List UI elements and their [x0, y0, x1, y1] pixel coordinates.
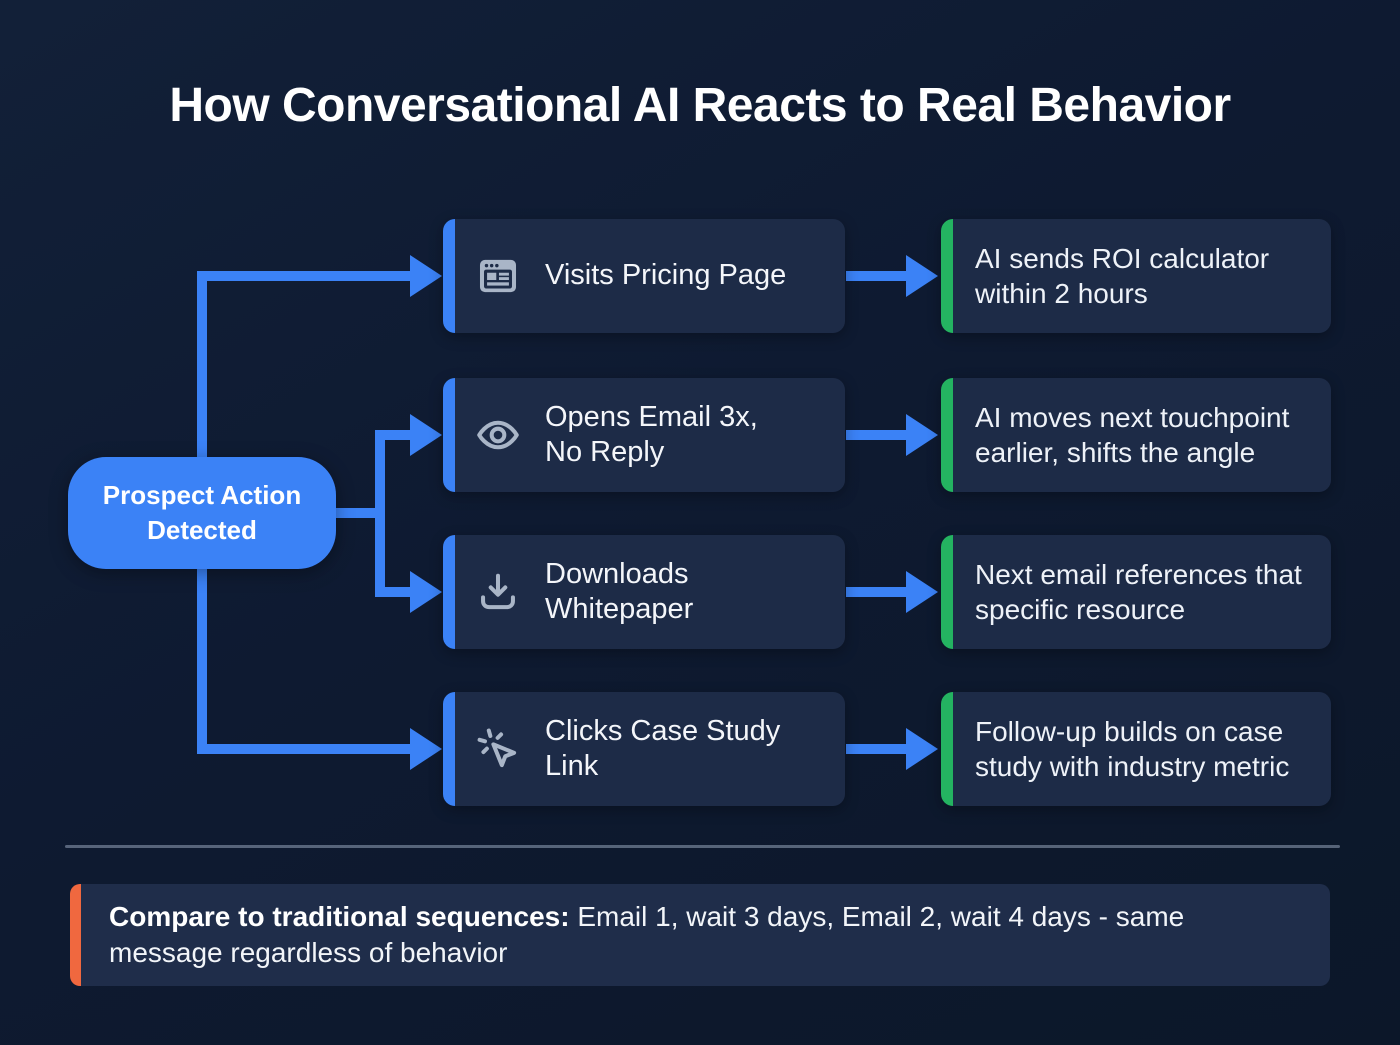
arrowhead-row2 [410, 414, 442, 456]
response-card-roi: AI sends ROI calculator within 2 hours [941, 219, 1331, 333]
comparison-note: Compare to traditional sequences: Email … [70, 884, 1330, 986]
connector-mid-row4 [846, 744, 908, 754]
root-node: Prospect Action Detected [68, 457, 336, 569]
trigger-card-whitepaper: Downloads Whitepaper [443, 535, 845, 649]
download-icon [475, 569, 521, 615]
connector-row2 [375, 430, 417, 440]
footer-divider [65, 845, 1340, 848]
browser-window-icon [475, 253, 521, 299]
connector-mid-row2 [846, 430, 908, 440]
trigger-card-pricing: Visits Pricing Page [443, 219, 845, 333]
cursor-click-icon [475, 726, 521, 772]
trigger-card-case-study: Clicks Case Study Link [443, 692, 845, 806]
arrowhead-mid-row1 [906, 255, 938, 297]
response-label: Next email references that specific reso… [975, 559, 1302, 625]
arrowhead-mid-row4 [906, 728, 938, 770]
arrowhead-row1 [410, 255, 442, 297]
connector-row3 [375, 587, 417, 597]
trigger-label: Visits Pricing Page [545, 259, 787, 292]
response-label: Follow-up builds on case study with indu… [975, 716, 1290, 782]
response-card-touchpoint: AI moves next touchpoint earlier, shifts… [941, 378, 1331, 492]
comparison-note-lead: Compare to traditional sequences: [109, 901, 570, 932]
response-card-resource: Next email references that specific reso… [941, 535, 1331, 649]
arrowhead-row3 [410, 571, 442, 613]
root-node-label: Prospect Action Detected [102, 479, 302, 545]
response-card-followup: Follow-up builds on case study with indu… [941, 692, 1331, 806]
arrowhead-row4 [410, 728, 442, 770]
arrowhead-mid-row3 [906, 571, 938, 613]
trigger-label: Downloads Whitepaper [545, 557, 694, 625]
connector-row1 [197, 271, 417, 281]
response-label: AI moves next touchpoint earlier, shifts… [975, 402, 1290, 468]
connector-trunk-top [197, 271, 207, 461]
connector-row4 [197, 744, 417, 754]
trigger-card-email-opens: Opens Email 3x, No Reply [443, 378, 845, 492]
page-title: How Conversational AI Reacts to Real Beh… [169, 79, 1231, 132]
trigger-label: Clicks Case Study Link [545, 714, 781, 782]
comparison-note-text: Email 1, wait 3 days, Email 2, wait 4 da… [109, 901, 1185, 968]
connector-mid-row1 [846, 271, 908, 281]
arrowhead-mid-row2 [906, 414, 938, 456]
trigger-label: Opens Email 3x, No Reply [545, 400, 758, 468]
connector-trunk-bottom [197, 566, 207, 754]
eye-icon [475, 412, 521, 458]
connector-node-stub [332, 508, 382, 518]
response-label: AI sends ROI calculator within 2 hours [975, 243, 1270, 309]
connector-mid-vertical [375, 430, 385, 597]
connector-mid-row3 [846, 587, 908, 597]
